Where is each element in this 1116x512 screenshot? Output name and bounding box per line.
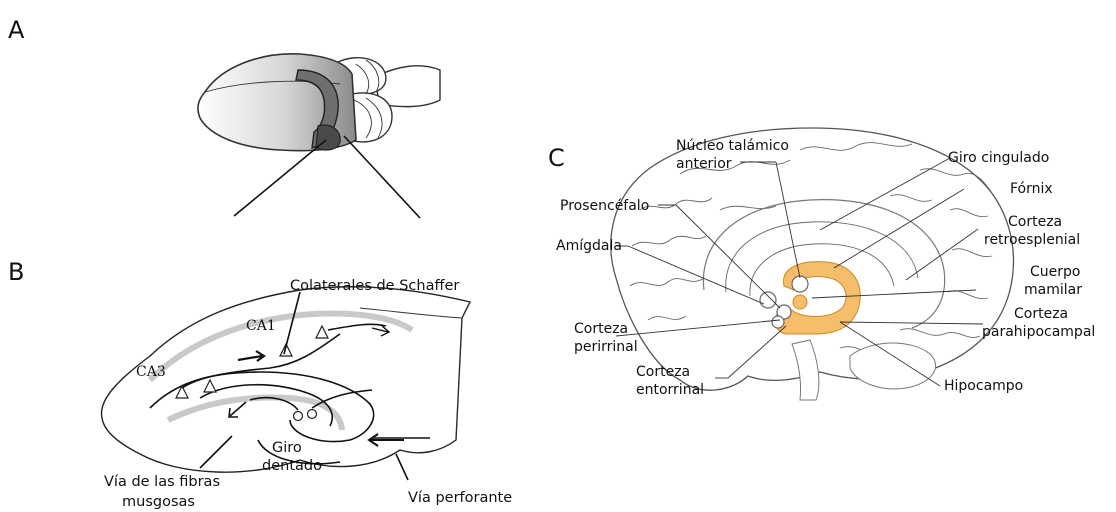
label-amigdala: Amígdala xyxy=(556,238,622,254)
label-cuerpo-mamilar-2: mamilar xyxy=(1024,282,1082,298)
panel-a-letter: A xyxy=(8,16,25,44)
panel-c: C xyxy=(548,128,1095,400)
label-via-perforante: Vía perforante xyxy=(408,490,512,506)
cerebellum xyxy=(850,343,936,389)
mammillary-body xyxy=(793,295,807,309)
label-corteza-retro-1: Corteza xyxy=(1008,214,1062,230)
label-corteza-para-2: parahipocampal xyxy=(982,324,1095,340)
label-fornix: Fórnix xyxy=(1010,181,1053,197)
label-ca3: CA3 xyxy=(136,364,166,380)
label-via-fibras-1: Vía de las fibras xyxy=(104,474,220,490)
label-giro-dentado-1: Giro xyxy=(272,440,302,456)
label-corteza-para-1: Corteza xyxy=(1014,306,1068,322)
label-giro-dentado-2: dentado xyxy=(262,458,322,474)
label-colaterales-schaffer: Colaterales de Schaffer xyxy=(290,278,459,294)
label-corteza-peri-2: perirrinal xyxy=(574,339,638,355)
label-hipocampo: Hipocampo xyxy=(944,378,1023,394)
label-prosencefalo: Prosencéfalo xyxy=(560,198,649,214)
anterior-thalamic-nucleus xyxy=(792,276,808,292)
panel-b: B xyxy=(8,258,512,510)
label-giro-cingulado: Giro cingulado xyxy=(948,150,1049,166)
amygdala xyxy=(760,292,776,308)
rodent-brain-drawing xyxy=(198,54,440,218)
label-corteza-peri-1: Corteza xyxy=(574,321,628,337)
label-corteza-retro-2: retroesplenial xyxy=(984,232,1080,248)
label-corteza-ento-1: Corteza xyxy=(636,364,690,380)
granule-cell xyxy=(294,412,303,421)
label-ca1: CA1 xyxy=(246,318,276,334)
perirhinal-node xyxy=(772,316,784,328)
label-via-fibras-2: musgosas xyxy=(122,494,195,510)
panel-c-letter: C xyxy=(548,144,565,172)
label-nucleo-talamico-1: Núcleo talámico xyxy=(676,138,789,154)
label-nucleo-talamico-2: anterior xyxy=(676,156,732,172)
panel-a: A xyxy=(8,16,440,218)
label-cuerpo-mamilar-1: Cuerpo xyxy=(1030,264,1080,280)
granule-cell-2 xyxy=(308,410,317,419)
panel-b-letter: B xyxy=(8,258,24,286)
label-corteza-ento-2: entorrinal xyxy=(636,382,704,398)
